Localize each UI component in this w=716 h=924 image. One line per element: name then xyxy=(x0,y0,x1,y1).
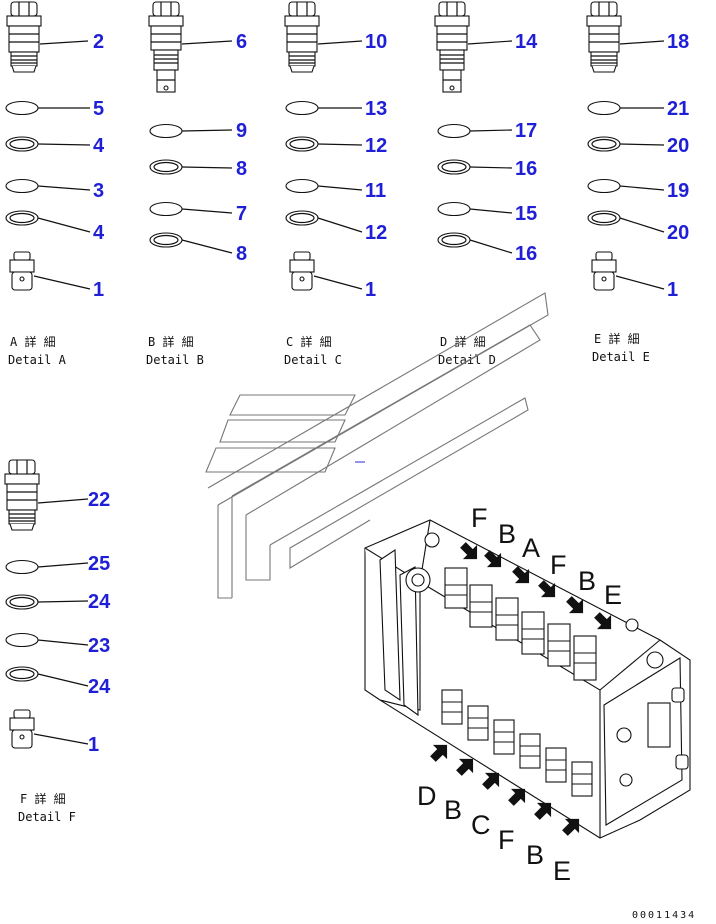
detail-a: 2 5 4 3 4 1 A 詳 細 Detail A xyxy=(5,1,105,367)
valve-cartridge-d xyxy=(434,1,470,93)
callout-f-5: 1 xyxy=(88,734,99,756)
callout-f-2: 24 xyxy=(88,591,111,613)
caption-e-jp: E 詳 細 xyxy=(594,331,640,346)
callout-d-0: 14 xyxy=(515,31,538,53)
detail-e: 18 21 20 19 20 1 E 詳 細 Detail E xyxy=(586,1,689,364)
callout-a-4: 4 xyxy=(93,222,105,244)
callout-d-2: 16 xyxy=(515,158,537,180)
valve-cartridge-e xyxy=(586,1,622,73)
caption-b-en: Detail B xyxy=(146,353,204,367)
caption-f-en: Detail F xyxy=(18,810,76,824)
callout-b-0: 6 xyxy=(236,31,247,53)
callout-e-3: 19 xyxy=(667,180,689,202)
callout-b-3: 7 xyxy=(236,203,247,225)
callout-e-5: 1 xyxy=(667,279,678,301)
view-letter-bottom-5: E xyxy=(553,856,571,886)
callout-c-4: 12 xyxy=(365,222,387,244)
view-letter-top-3: F xyxy=(550,550,567,580)
caption-c-jp: C 詳 細 xyxy=(286,334,332,349)
callout-d-1: 17 xyxy=(515,120,537,142)
valve-cartridge-f xyxy=(4,459,40,531)
caption-f-jp: F 詳 細 xyxy=(20,791,66,806)
document-number: 00011434 xyxy=(632,910,696,921)
caption-a-jp: A 詳 細 xyxy=(10,334,56,349)
view-letter-bottom-1: B xyxy=(444,795,462,825)
callout-c-3: 11 xyxy=(365,180,386,202)
view-letter-top-4: B xyxy=(578,566,596,596)
detail-c: 10 13 12 11 12 1 C 詳 細 Detail C xyxy=(284,1,387,367)
view-letter-bottom-4: B xyxy=(526,840,544,870)
valve-cartridge-a xyxy=(6,1,42,73)
callout-e-1: 21 xyxy=(667,98,689,120)
view-letter-bottom-3: F xyxy=(498,825,515,855)
callout-f-4: 24 xyxy=(88,676,111,698)
caption-d-jp: D 詳 細 xyxy=(440,334,486,349)
callout-f-0: 22 xyxy=(88,489,110,511)
view-letter-top-1: B xyxy=(498,519,516,549)
callout-a-5: 1 xyxy=(93,279,104,301)
callout-b-2: 8 xyxy=(236,158,247,180)
view-letter-bottom-0: D xyxy=(417,781,437,811)
valve-cartridge-b xyxy=(148,1,184,93)
callout-b-1: 9 xyxy=(236,120,247,142)
caption-b-jp: B 詳 細 xyxy=(148,334,194,349)
view-letter-top-2: A xyxy=(522,533,540,563)
callout-a-2: 4 xyxy=(93,135,105,157)
callout-d-4: 16 xyxy=(515,243,537,265)
callout-f-3: 23 xyxy=(88,635,110,657)
view-direction-chevron xyxy=(205,292,549,599)
callout-b-4: 8 xyxy=(236,243,247,265)
caption-c-en: Detail C xyxy=(284,353,342,367)
callout-c-5: 1 xyxy=(365,279,376,301)
callout-e-2: 20 xyxy=(667,135,689,157)
view-letter-top-5: E xyxy=(604,580,622,610)
callout-c-0: 10 xyxy=(365,31,387,53)
callout-e-4: 20 xyxy=(667,222,689,244)
view-letter-bottom-2: C xyxy=(471,810,491,840)
detail-b: 6 9 8 7 8 B 詳 細 Detail B xyxy=(146,1,247,367)
control-valve-assembly xyxy=(364,519,691,839)
caption-a-en: Detail A xyxy=(8,353,67,367)
callout-a-0: 2 xyxy=(93,31,104,53)
callout-a-1: 5 xyxy=(93,98,104,120)
callout-a-3: 3 xyxy=(93,180,104,202)
caption-e-en: Detail E xyxy=(592,350,650,364)
callout-f-1: 25 xyxy=(88,553,110,575)
caption-d-en: Detail D xyxy=(438,353,496,367)
callout-c-1: 13 xyxy=(365,98,387,120)
detail-f: 22 25 24 23 24 1 F 詳 細 Detail F xyxy=(4,459,111,824)
callout-c-2: 12 xyxy=(365,135,387,157)
callout-d-3: 15 xyxy=(515,203,537,225)
valve-cartridge-c xyxy=(284,1,320,73)
detail-d: 14 17 16 15 16 D 詳 細 Detail D xyxy=(434,1,538,367)
view-letter-top-0: F xyxy=(471,503,488,533)
callout-e-0: 18 xyxy=(667,31,689,53)
